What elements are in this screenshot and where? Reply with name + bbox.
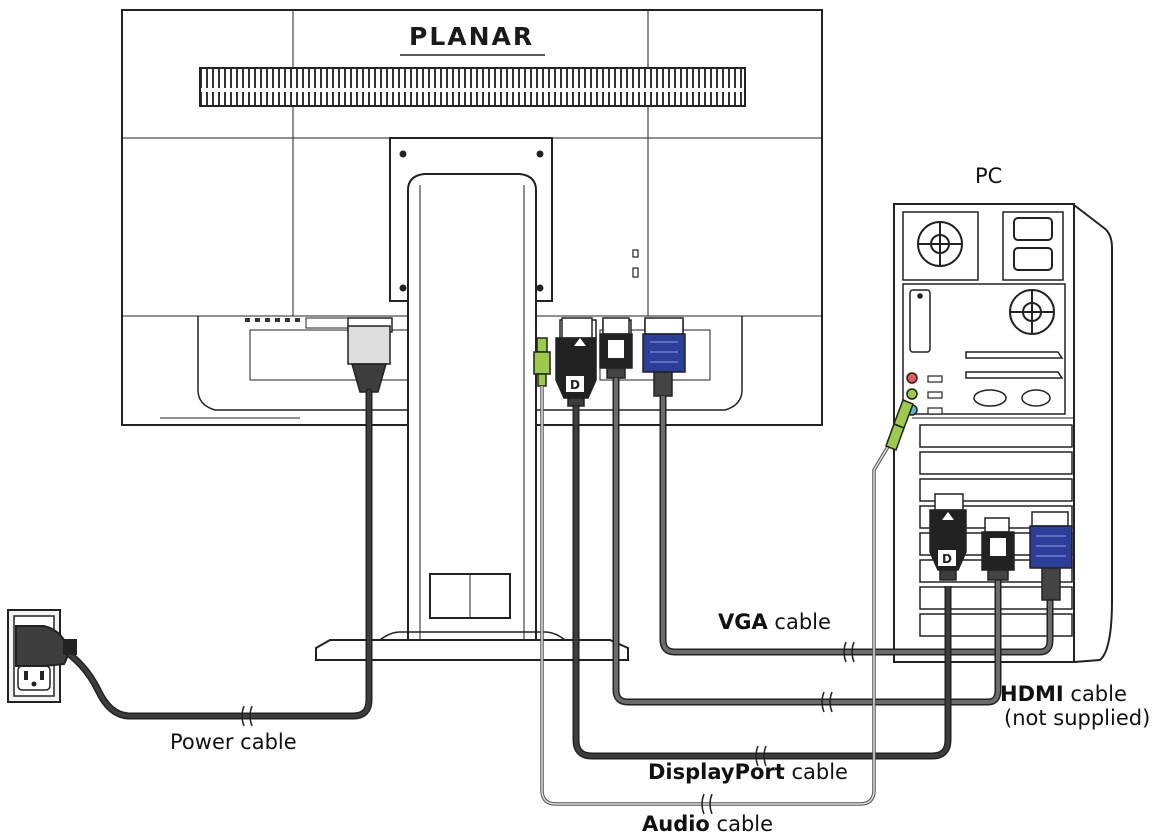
pc-slot-covers (965, 351, 1064, 407)
kensington-lock-icon (632, 249, 639, 278)
pc-vga-plug (1029, 511, 1073, 601)
power-cable-label: Power cable (170, 730, 297, 754)
fan-icon (1009, 289, 1055, 335)
power-cable (56, 388, 373, 720)
fan-icon (917, 221, 963, 267)
pc-serial-port (909, 289, 931, 353)
displayport-cable-label-rest: cable (784, 760, 848, 784)
cable-break-marks (241, 641, 855, 815)
stand (315, 173, 629, 661)
displayport-cable-label-bold: DisplayPort (648, 760, 785, 784)
pc-audio-plug (885, 399, 914, 451)
svg-text:D: D (942, 552, 952, 566)
audio-cable-label-bold: Audio (642, 812, 710, 836)
monitor-displayport-plug: D (555, 317, 597, 407)
hdmi-not-supplied-note: (not supplied) (1004, 706, 1151, 730)
monitor-vga-plug (642, 317, 686, 397)
monitor-power-plug (347, 325, 391, 393)
monitor-hdmi-plug (599, 317, 633, 379)
hdmi-cable-label-rest: cable (1063, 682, 1127, 706)
vent-grille (199, 67, 746, 107)
svg-text:D: D (570, 378, 580, 392)
wall-outlet (7, 609, 77, 703)
brand-logo-text: PLANAR (409, 22, 535, 51)
pc-hdmi-plug (981, 517, 1015, 581)
outlet-socket-icon (17, 665, 51, 691)
button-row (245, 318, 300, 322)
monitor-audio-plug (533, 337, 551, 387)
audio-cable-label: Audio cable (642, 812, 773, 836)
pc-usb-ports (927, 375, 943, 415)
pc-label: PC (975, 164, 1003, 188)
vga-cable-label-rest: cable (767, 610, 831, 634)
displayport-cable-label: DisplayPort cable (648, 760, 848, 784)
hdmi-cable-label-bold: HDMI (1000, 682, 1064, 706)
hdmi-cable-label: HDMI cable (1000, 682, 1127, 706)
pc-power-socket (1013, 217, 1053, 271)
audio-cable-label-rest: cable (709, 812, 774, 836)
vga-cable-label: VGA cable (718, 610, 831, 634)
pc-displayport-plug: D (929, 493, 967, 581)
vga-cable-label-bold: VGA (718, 610, 768, 634)
audio-cable (540, 386, 894, 806)
